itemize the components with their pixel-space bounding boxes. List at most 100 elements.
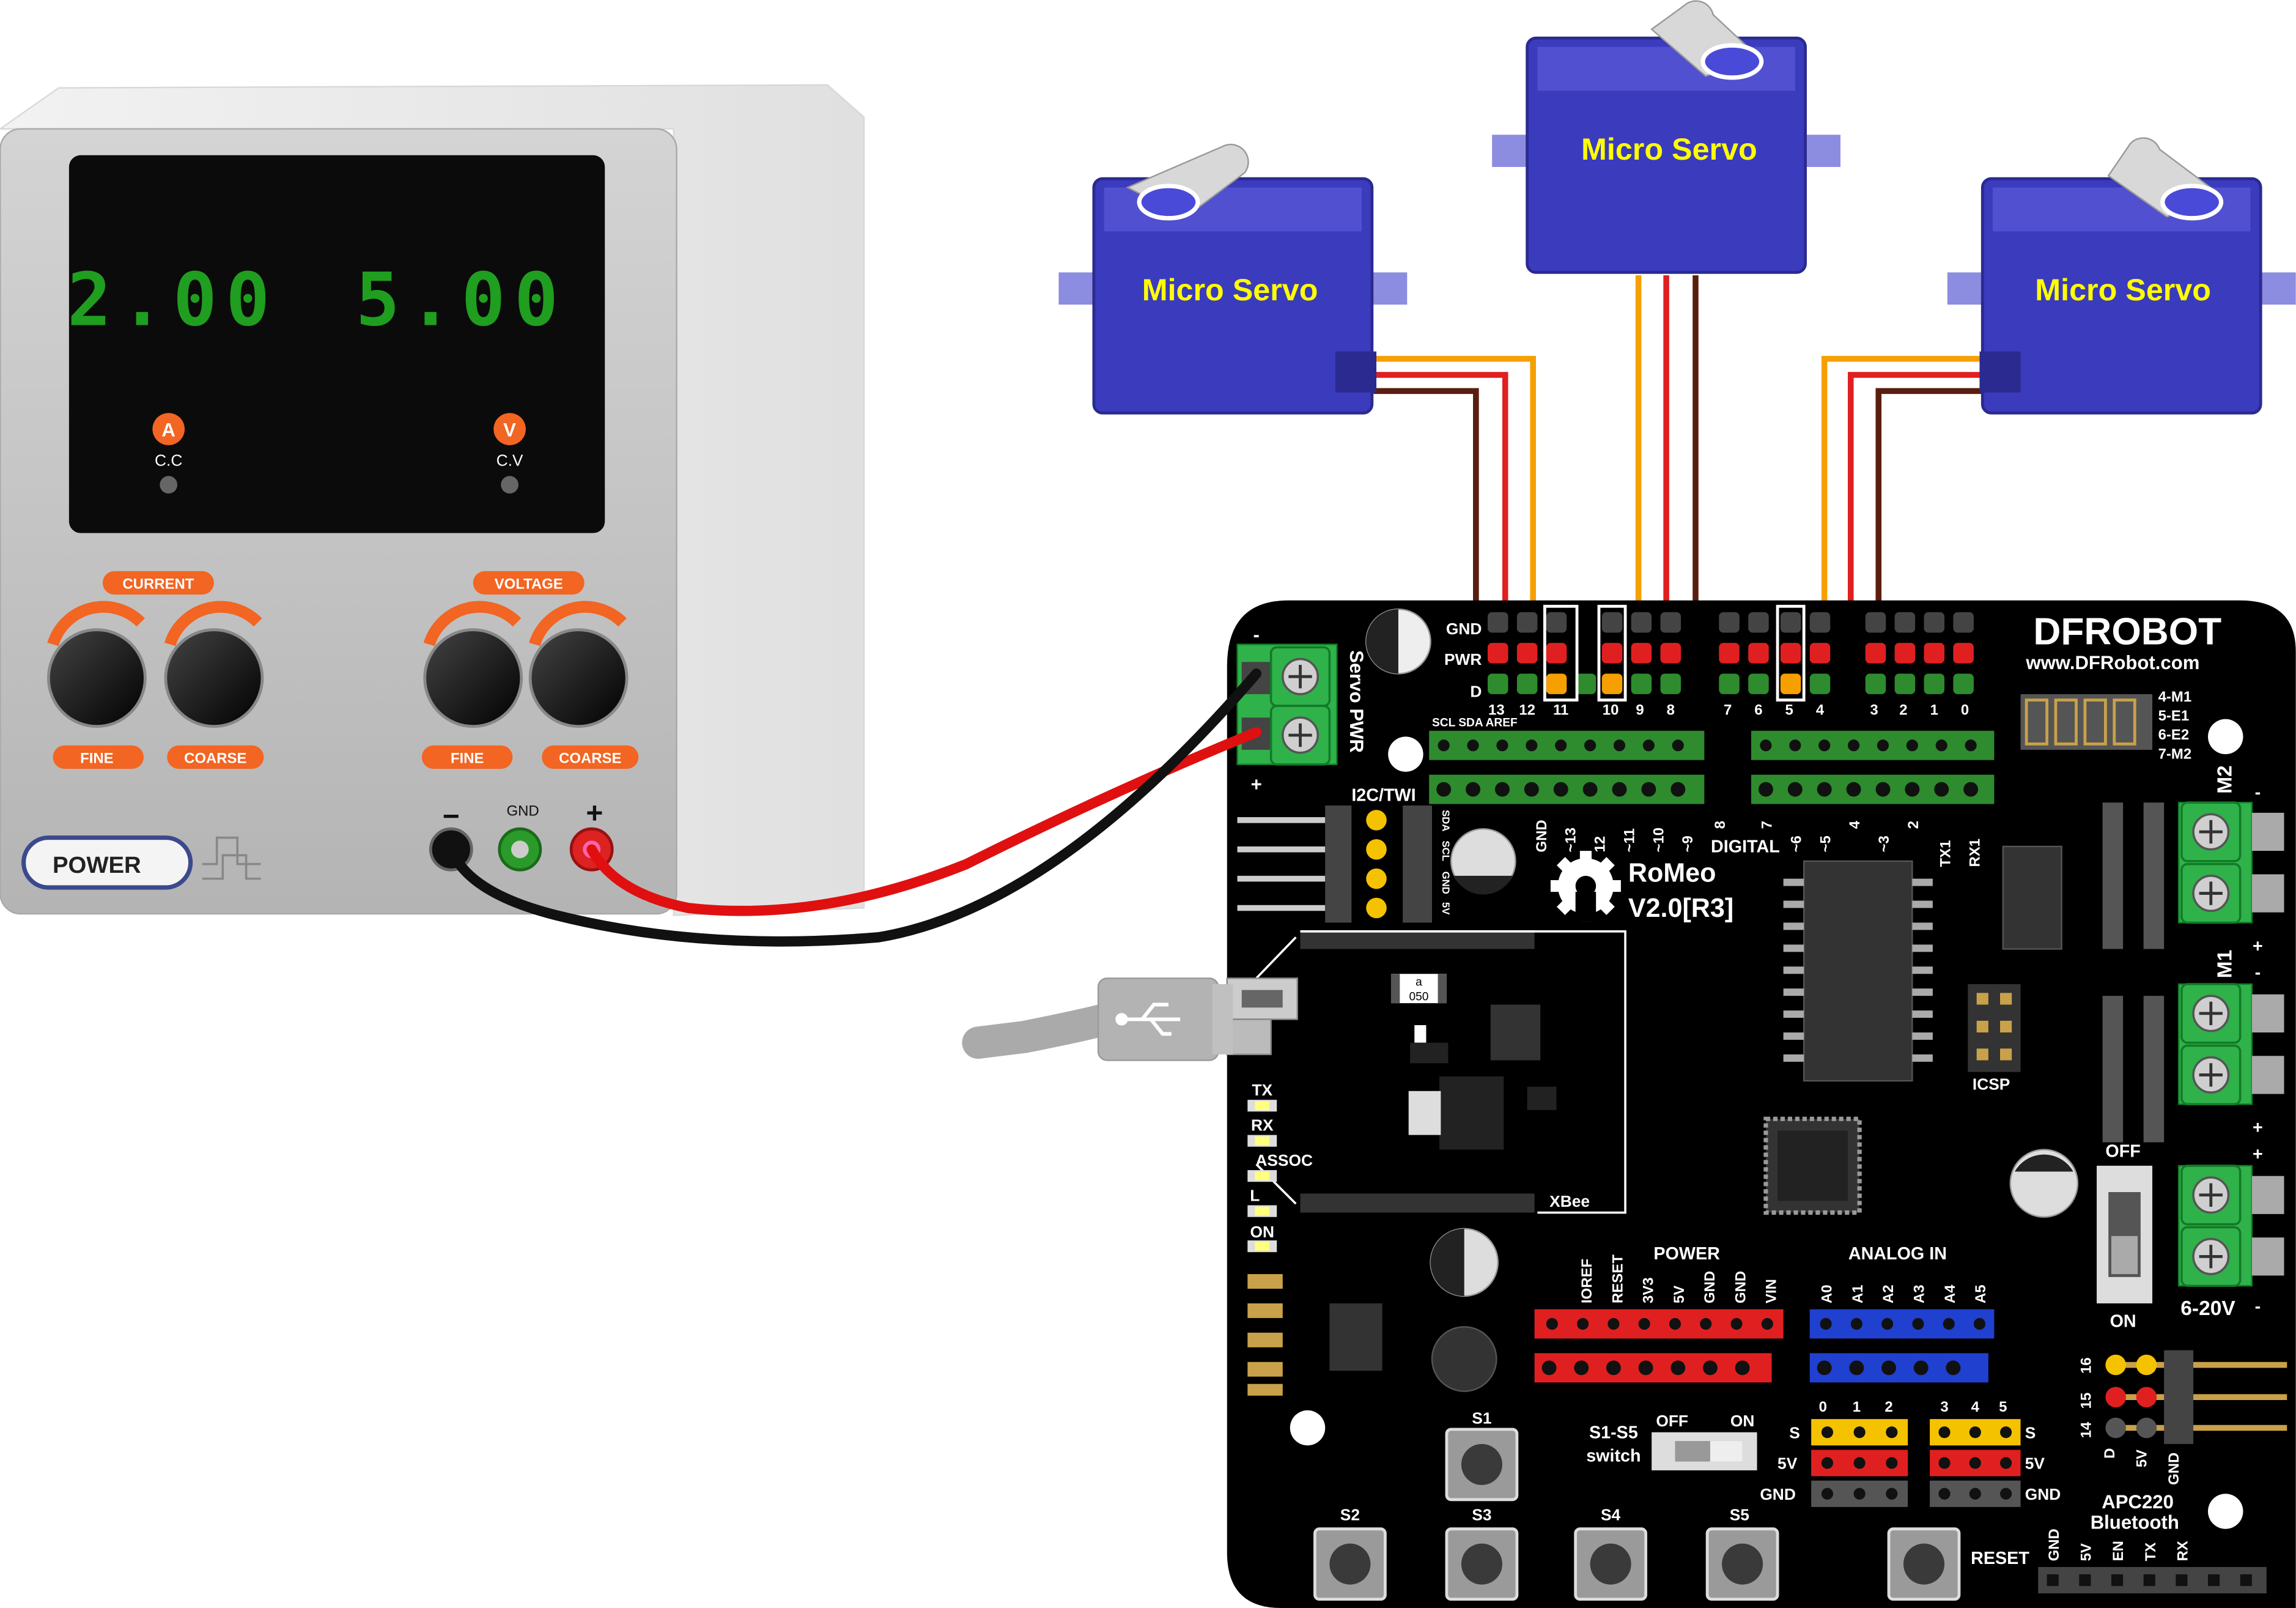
analog-pin-label: A1 bbox=[1850, 1284, 1866, 1303]
motor-map-label: 7-M2 bbox=[2158, 746, 2192, 762]
digital-pin-label: RX1 bbox=[1966, 839, 1983, 867]
button-s4[interactable] bbox=[1576, 1529, 1646, 1599]
motor-m2-terminal[interactable] bbox=[2177, 802, 2284, 922]
reset-label: RESET bbox=[1971, 1549, 2029, 1568]
chip-marking: 050 bbox=[1409, 990, 1428, 1003]
power-header[interactable] bbox=[1534, 1309, 1784, 1383]
row-gnd-label-right: GND bbox=[2025, 1485, 2061, 1503]
power-switch-on-label: ON bbox=[2110, 1311, 2136, 1331]
reset-button[interactable] bbox=[1889, 1529, 1959, 1599]
current-fine-knob[interactable] bbox=[46, 601, 147, 728]
analog-sensor-header-left[interactable] bbox=[1811, 1419, 1908, 1507]
pin-label: 0 bbox=[1961, 702, 1969, 718]
row-s-label-right: S bbox=[2025, 1423, 2036, 1442]
polarity-plus: + bbox=[2253, 1144, 2263, 1164]
led-label: ON bbox=[1250, 1223, 1274, 1241]
amp-unit: A bbox=[161, 420, 175, 441]
model-name: RoMeo bbox=[1628, 858, 1716, 887]
analog-sensor-header-right[interactable] bbox=[1930, 1419, 2021, 1507]
pin-label: 9 bbox=[1636, 702, 1644, 718]
button-s1[interactable] bbox=[1447, 1429, 1517, 1500]
pin-label: 11 bbox=[1553, 702, 1568, 718]
button-s5-label: S5 bbox=[1730, 1505, 1749, 1524]
button-s5[interactable] bbox=[1707, 1529, 1777, 1599]
servo-header-13-8[interactable] bbox=[1487, 604, 1681, 702]
i2c-pin-label: SDA bbox=[1440, 810, 1452, 831]
voltage-fine-knob[interactable] bbox=[423, 601, 523, 728]
power-switch-off-label: OFF bbox=[2105, 1142, 2140, 1162]
right-header-label: 5V bbox=[2133, 1450, 2150, 1467]
analog-num: 2 bbox=[1884, 1399, 1892, 1415]
digital-pin-label: ~5 bbox=[1817, 835, 1834, 852]
servo-pwr-minus: - bbox=[1253, 624, 1259, 646]
analog-header[interactable] bbox=[1809, 1309, 1995, 1383]
i2c-label: I2C/TWI bbox=[1351, 786, 1416, 806]
row-gnd-label: GND bbox=[1446, 620, 1482, 638]
voltage-readout: 5.00 bbox=[356, 258, 567, 343]
cv-label: C.V bbox=[496, 451, 523, 469]
analog-header-label: ANALOG IN bbox=[1848, 1244, 1947, 1264]
switch-label-1: S1-S5 bbox=[1589, 1423, 1638, 1442]
button-s2[interactable] bbox=[1315, 1529, 1385, 1599]
power-supply: 2.00 5.00 A C.C V C.V CURRENT VOLTAGE bbox=[0, 84, 865, 916]
cv-led bbox=[501, 476, 519, 494]
servo-pwr-terminal[interactable] bbox=[1236, 643, 1338, 765]
polarity-plus: + bbox=[2253, 1118, 2263, 1138]
servo-left-label: Micro Servo bbox=[1142, 272, 1318, 307]
motor-map-label: 6-E2 bbox=[2158, 727, 2190, 743]
right-header-num: 16 bbox=[2078, 1357, 2094, 1374]
main-mcu bbox=[1783, 860, 1933, 1082]
apc-pin-label: GND bbox=[2046, 1528, 2062, 1561]
vin-terminal[interactable] bbox=[2177, 1166, 2284, 1286]
voltage-coarse-label: COARSE bbox=[559, 750, 621, 766]
switch-off-label: OFF bbox=[1656, 1412, 1688, 1430]
power-pin-label: GND bbox=[1732, 1271, 1749, 1303]
servo-header-7-4[interactable] bbox=[1719, 604, 1831, 702]
servo-horn-icon bbox=[2160, 183, 2224, 221]
button-s3[interactable] bbox=[1447, 1529, 1517, 1599]
motor-map-label: 4-M1 bbox=[2158, 689, 2192, 705]
power-waveform-icon bbox=[202, 836, 261, 880]
digital-pin-label: 2 bbox=[1905, 821, 1922, 829]
current-coarse-knob[interactable] bbox=[164, 601, 264, 728]
usb-cable bbox=[962, 977, 1233, 1061]
power-switch[interactable] bbox=[2097, 1165, 2153, 1303]
power-cables bbox=[446, 669, 1262, 947]
black-power-wire bbox=[446, 669, 1262, 947]
right-header-label: GND bbox=[2166, 1453, 2182, 1485]
digital-pin-label: TX1 bbox=[1938, 840, 1954, 867]
i2c-pin-label: 5V bbox=[1440, 902, 1452, 915]
motor-jumper-block[interactable] bbox=[2020, 694, 2153, 750]
switch-on-label: ON bbox=[1730, 1412, 1755, 1430]
i2c-header[interactable] bbox=[1237, 805, 1433, 923]
analog-num: 0 bbox=[1819, 1399, 1827, 1415]
row-5v-label-right: 5V bbox=[2025, 1454, 2045, 1473]
digital-header-top[interactable] bbox=[1429, 730, 1995, 804]
icsp-header[interactable] bbox=[1968, 984, 2021, 1072]
brand-url: www.DFRobot.com bbox=[2025, 652, 2199, 673]
current-readout: 2.00 bbox=[67, 258, 279, 343]
apc220-header[interactable] bbox=[2038, 1566, 2267, 1594]
right-3pin-header[interactable] bbox=[2105, 1350, 2287, 1444]
servo-header-3-0[interactable] bbox=[1865, 612, 1974, 694]
red-power-wire bbox=[586, 727, 1262, 916]
pin-label: 4 bbox=[1816, 702, 1825, 718]
usb-symbol-icon bbox=[1115, 1002, 1181, 1036]
voltage-fine-label: FINE bbox=[451, 750, 484, 766]
servo-center: Micro Servo bbox=[1492, 0, 1841, 274]
model-version: V2.0[R3] bbox=[1628, 894, 1733, 923]
usb-port[interactable] bbox=[1226, 977, 1298, 1056]
power-pin-label: IOREF bbox=[1579, 1259, 1595, 1303]
digital-pin-label: ~6 bbox=[1788, 835, 1804, 852]
motor-m1-terminal[interactable] bbox=[2177, 984, 2284, 1104]
power-button[interactable]: POWER bbox=[21, 835, 193, 890]
analog-pin-label: A2 bbox=[1880, 1284, 1897, 1303]
digital-pin-label: GND bbox=[1534, 820, 1550, 852]
analog-pin-label: A3 bbox=[1911, 1284, 1928, 1303]
s1-s5-switch[interactable] bbox=[1652, 1432, 1757, 1470]
m1-label: M1 bbox=[2213, 950, 2236, 979]
digital-pin-label: ~3 bbox=[1876, 835, 1892, 852]
chip-marking: a bbox=[1416, 976, 1422, 988]
cc-led bbox=[160, 476, 178, 494]
voltage-coarse-knob[interactable] bbox=[528, 601, 629, 728]
